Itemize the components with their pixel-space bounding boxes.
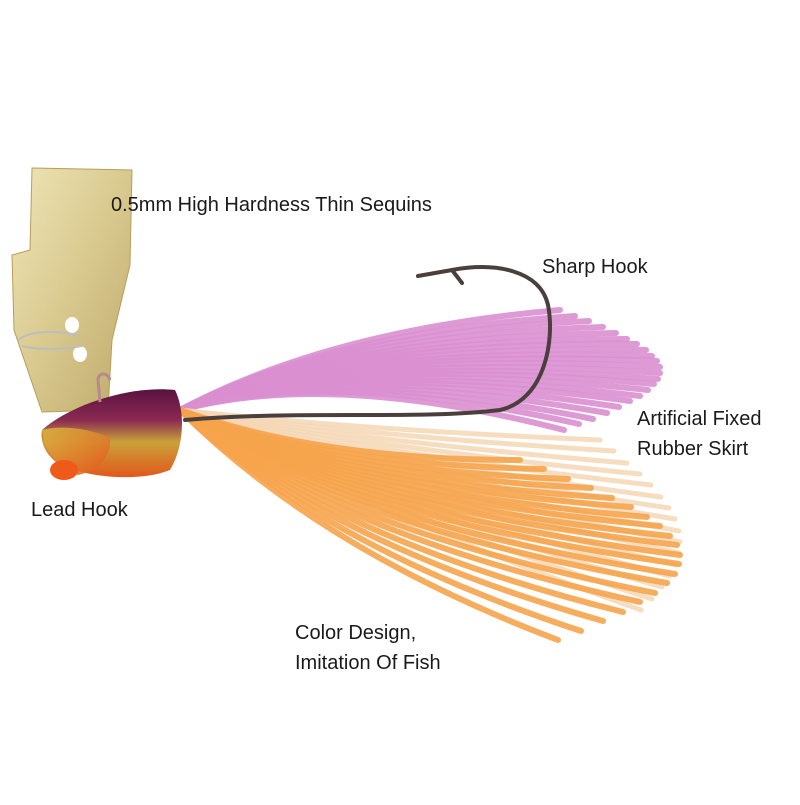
label-color-line2: Imitation Of Fish <box>295 652 441 674</box>
label-sequins: 0.5mm High Hardness Thin Sequins <box>111 194 432 216</box>
label-lead-hook: Lead Hook <box>31 499 129 521</box>
label-skirt-line1: Artificial Fixed <box>637 408 761 430</box>
label-color-line1: Color Design, <box>295 622 416 644</box>
label-sharp-hook: Sharp Hook <box>542 256 649 278</box>
skirt-strand <box>177 391 567 433</box>
label-skirt-line2: Rubber Skirt <box>637 438 749 460</box>
skirt-strand <box>177 407 561 643</box>
lead-head <box>41 372 182 480</box>
sharp-hook <box>183 265 552 422</box>
rubber-skirt <box>177 307 683 643</box>
